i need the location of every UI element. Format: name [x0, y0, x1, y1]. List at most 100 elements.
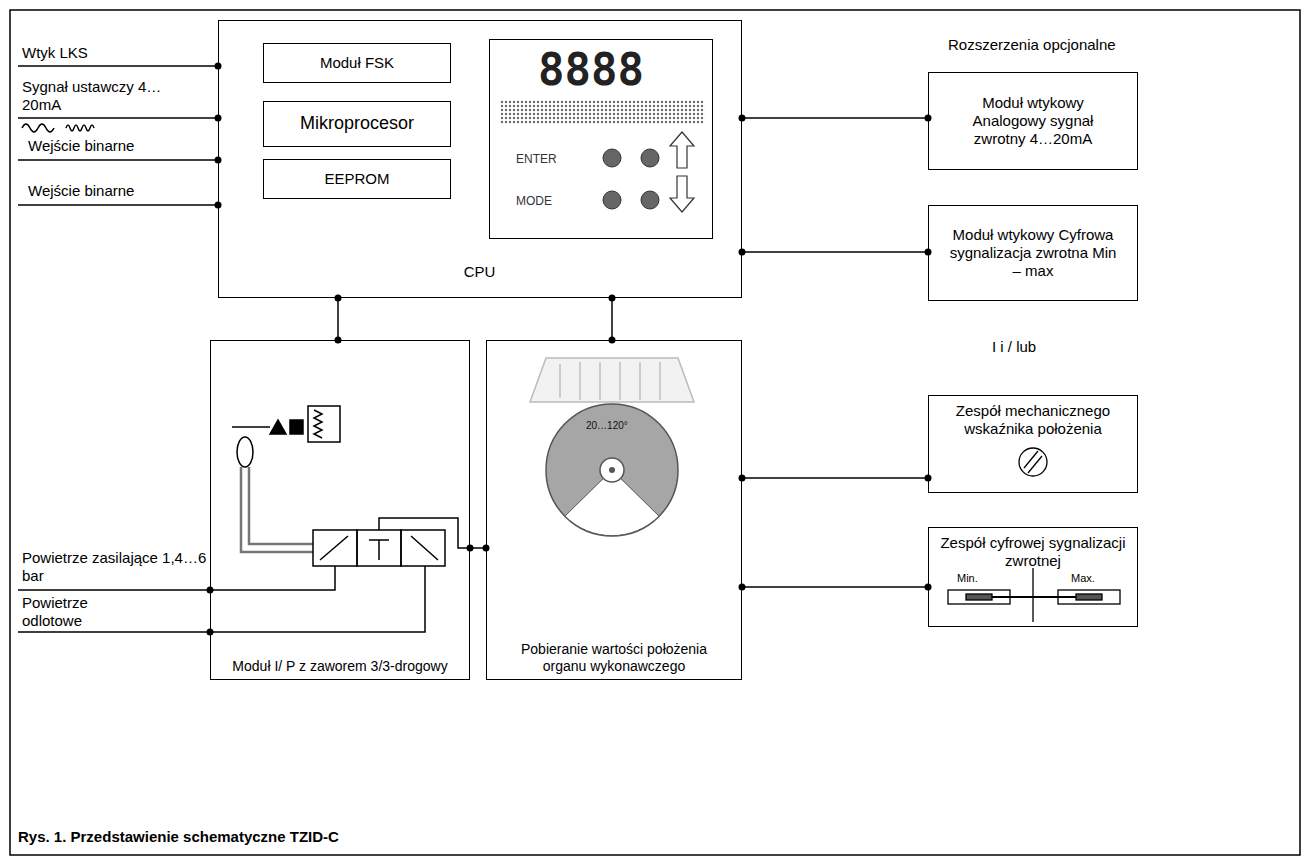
display-panel: 8888ENTER MODE [489, 39, 713, 239]
junction-dot [739, 584, 746, 591]
node-text: Max. [1071, 572, 1095, 585]
dial-disc [546, 404, 678, 536]
button [641, 191, 659, 209]
node-text: Zespół cyfrowej sygnalizacji zwrotnej [938, 534, 1128, 570]
limit-switch-symbol [948, 568, 1120, 622]
node-text: Moduł I/ P z zaworem 3/3-drogowy [232, 658, 447, 675]
coil-box [308, 406, 340, 442]
indicator-stroke [1028, 456, 1042, 473]
keypad-buttons [603, 149, 659, 209]
junction-dots [207, 63, 222, 636]
max-slot [1076, 594, 1102, 600]
figure-caption: Rys. 1. Przedstawienie schematyczne TZID… [18, 828, 339, 846]
node-text: ENTER [516, 152, 557, 166]
module-box: Moduł FSK [263, 43, 451, 83]
module-box: Mikroprocesor [263, 101, 451, 147]
feedback-box: Zespół cyfrowej sygnalizacji zwrotnejMin… [928, 527, 1138, 627]
nozzle-triangle [270, 420, 286, 434]
node-text: CPU [219, 263, 740, 281]
junction-dot [467, 545, 474, 552]
label-text: 20…120° [586, 420, 628, 432]
knob-ribs [560, 362, 660, 400]
label-text: Powietrze odlotowe [22, 594, 132, 630]
label-text: Rozszerzenia opcjonalne [948, 36, 1116, 54]
junction-dot [739, 249, 746, 256]
indicator-box: Zespół mechanicznego wskaźnika położenia [928, 395, 1138, 493]
label-text: I i / lub [992, 338, 1036, 356]
text-wrap: Moduł wtykowy Analogowy sygnał zwrotny 4… [929, 73, 1137, 169]
air-line [18, 590, 210, 632]
plugin-module-box: Moduł wtykowy Cyfrowa sygnalizacja zwrot… [928, 205, 1138, 301]
dial-hub [600, 458, 624, 482]
label-text: Wejście binarne [28, 182, 134, 200]
output-air-line [379, 518, 470, 548]
label-text: Wejście binarne [28, 137, 134, 155]
input-wire [18, 159, 218, 161]
armature-block [290, 420, 303, 434]
node-text: Min. [957, 572, 978, 585]
exhaust-air-line [210, 566, 425, 632]
node-text: Moduł FSK [320, 54, 394, 72]
signal-symbol [66, 125, 94, 131]
dot-matrix-display [500, 100, 705, 124]
vane-bar [992, 596, 1076, 598]
indicator-stroke [1024, 451, 1038, 468]
min-slot [966, 594, 992, 600]
signal-symbol [22, 124, 54, 132]
junction-dot [739, 475, 746, 482]
dial-axis [609, 467, 615, 473]
connector-line [742, 117, 928, 119]
supply-air-line [210, 566, 335, 590]
button [603, 191, 621, 209]
text-wrap: EEPROM [264, 160, 450, 198]
input-wires [18, 66, 218, 205]
down-arrow-symbol [670, 176, 694, 212]
up-arrow-symbol [670, 132, 694, 168]
node-text: MODE [516, 194, 552, 208]
ip-converter-symbol [18, 406, 470, 632]
node-text: Mikroprocesor [300, 113, 414, 135]
knob-outline [530, 358, 694, 402]
node-text: Pobieranie wartości położenia organu wyk… [514, 641, 714, 675]
node-text: Zespół mechanicznego wskaźnika położenia [938, 402, 1128, 438]
module-box: EEPROM [263, 159, 451, 199]
connector-line [742, 477, 928, 479]
indicator-circle [1019, 448, 1047, 476]
text-wrap: Pobieranie wartości położenia organu wyk… [487, 341, 741, 679]
ip-module-box: Moduł I/ P z zaworem 3/3-drogowy [210, 340, 470, 680]
label-text: Powietrze zasilające 1,4…6 bar [22, 549, 207, 585]
text-wrap: Moduł FSK [264, 44, 450, 82]
coil-winding [314, 410, 322, 438]
connector-line [742, 251, 928, 253]
node-text: EEPROM [324, 170, 389, 188]
button [603, 149, 621, 167]
text-wrap: Moduł I/ P z zaworem 3/3-drogowy [211, 341, 469, 679]
text-wrap: Moduł wtykowy Cyfrowa sygnalizacja zwrot… [929, 206, 1137, 300]
node-text: 8888 [538, 44, 644, 97]
valve-cell [401, 530, 445, 566]
label-text: Wtyk LKS [22, 44, 88, 62]
mechanical-indicator-symbol [1019, 448, 1047, 476]
node-text: Moduł wtykowy Analogowy sygnał zwrotny 4… [945, 94, 1121, 148]
connector-line [337, 298, 339, 340]
position-sensor-illustration [530, 358, 694, 536]
connector-line [742, 586, 928, 588]
junction-dot [609, 295, 616, 302]
text-wrap: Zespół mechanicznego wskaźnika położenia [929, 396, 1137, 492]
input-wire [18, 117, 218, 119]
position-pickup-box: Pobieranie wartości położenia organu wyk… [486, 340, 742, 680]
divider-line [1032, 568, 1033, 622]
cpu-box: CPU Moduł FSK MikroprocesorEEPROM 8888ENTER… [218, 20, 742, 298]
input-wire [18, 204, 218, 206]
input-wire [18, 65, 218, 67]
node-text: Moduł wtykowy Cyfrowa sygnalizacja zwrot… [945, 226, 1121, 280]
valve-flow-arrows [320, 536, 438, 560]
junction-dot [739, 115, 746, 122]
flapper-line [232, 426, 270, 428]
junction-dot [335, 295, 342, 302]
plugin-module-box: Moduł wtykowy Analogowy sygnał zwrotny 4… [928, 72, 1138, 170]
text-wrap: Mikroprocesor [264, 102, 450, 146]
